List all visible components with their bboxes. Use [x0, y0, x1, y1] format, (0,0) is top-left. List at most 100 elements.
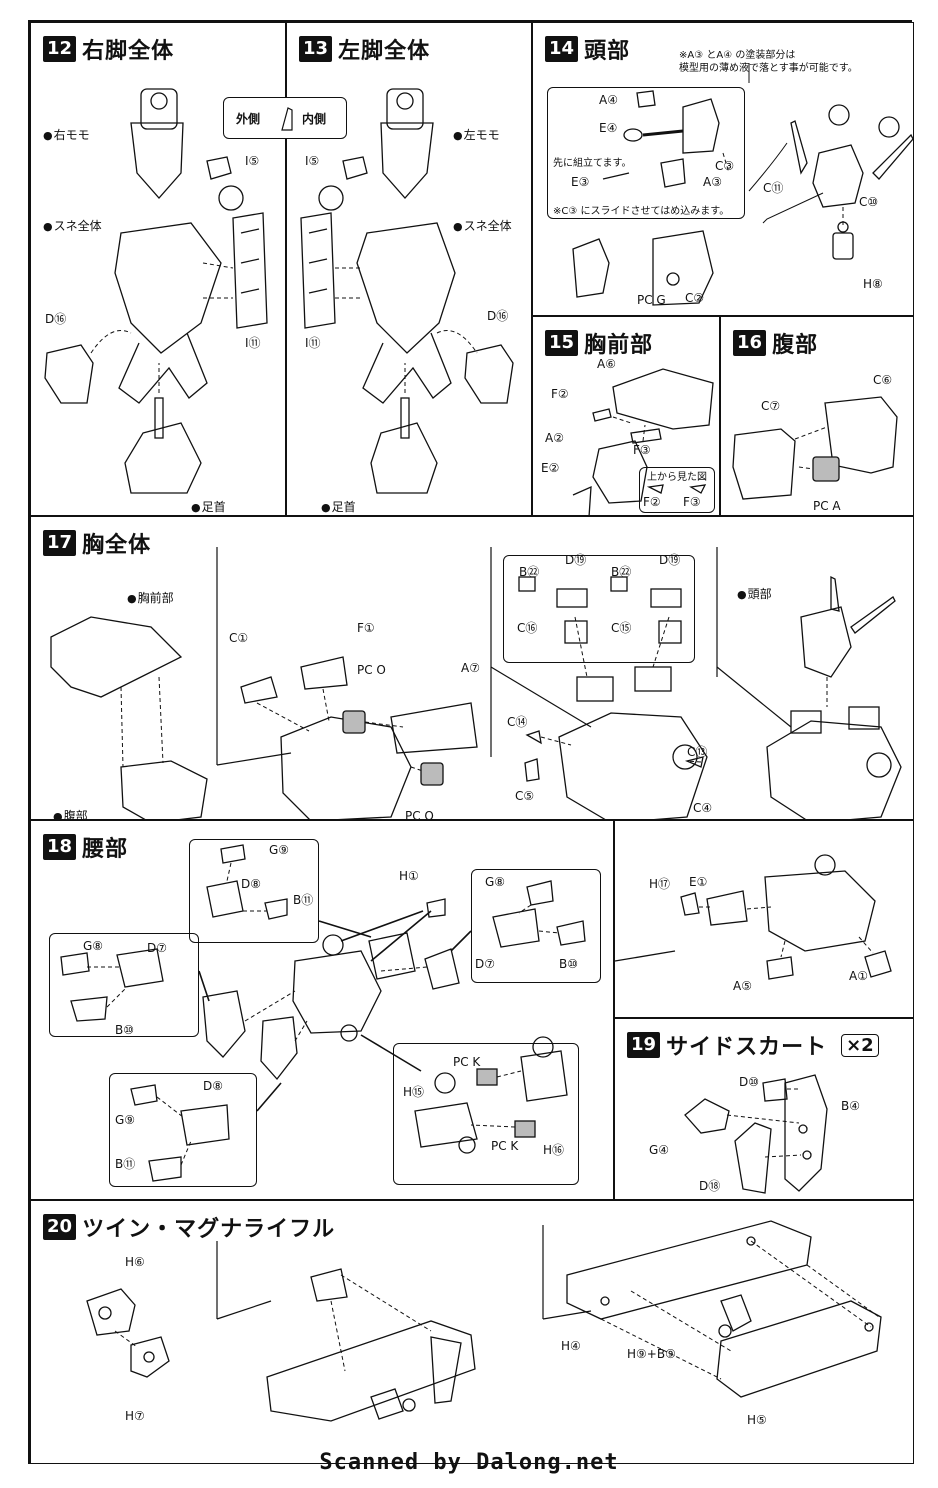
label-a2: A②	[545, 431, 564, 445]
side-view-box: 外側 内側	[223, 97, 347, 139]
label-pre-assemble: 先に組立てます。	[553, 158, 632, 169]
label-abdomen: 腹部	[53, 807, 88, 824]
label-f2-topview: F②	[643, 495, 661, 509]
label-h17: H⑰	[649, 877, 671, 891]
label-c14: C⑭	[507, 715, 528, 729]
label-pc-o: PC O	[357, 663, 386, 677]
box-upper-right	[471, 869, 601, 983]
label-c4: C④	[693, 801, 713, 815]
label-e1: E①	[689, 875, 708, 889]
label-pc-g: PC G	[637, 293, 666, 307]
sub-assembly-box	[503, 555, 695, 663]
box-lower-right	[393, 1043, 579, 1185]
side-piece-icon	[281, 107, 293, 131]
label-e3: E③	[571, 175, 590, 189]
step-number: 12	[43, 36, 77, 62]
box-left	[49, 933, 199, 1037]
label-right-thigh: 右モモ	[43, 126, 90, 143]
label-d8: D⑧	[241, 877, 261, 891]
label-d10: D⑩	[739, 1075, 759, 1089]
label-h8: H⑧	[863, 277, 883, 291]
label-h15: H⑮	[403, 1085, 425, 1099]
step-title: サイドスカート	[666, 1035, 828, 1060]
label-f1: F①	[357, 621, 375, 635]
chest-front-diagram	[572, 368, 714, 518]
label-i11: I⑪	[245, 336, 261, 350]
label-b22-b: B㉒	[611, 565, 632, 579]
step-title: 左脚全体	[338, 39, 431, 64]
label-i5: I⑤	[305, 154, 320, 168]
label-g9-b: G⑨	[115, 1113, 136, 1127]
step-number: 17	[43, 530, 77, 556]
side-skirt-diagram	[684, 1074, 828, 1194]
right-leg-diagram	[44, 88, 268, 494]
subassembly-box	[547, 87, 745, 219]
label-i11: I⑪	[305, 336, 321, 350]
label-c5: C⑤	[515, 789, 535, 803]
step-title: 頭部	[584, 39, 631, 64]
label-h6: H⑥	[125, 1255, 145, 1269]
label-a6: A⑥	[597, 357, 616, 371]
label-c16: C⑯	[517, 621, 538, 635]
rifle-diagram	[86, 1220, 882, 1422]
step-number: 14	[545, 36, 579, 62]
top-view-box	[639, 467, 715, 513]
label-b10: B⑩	[115, 1023, 134, 1037]
label-d7: D⑦	[147, 941, 167, 955]
label-inner: 内側	[302, 112, 327, 126]
label-d7-b: D⑦	[475, 957, 495, 971]
label-ankle: 足首	[321, 498, 356, 515]
step-number: 16	[733, 330, 767, 356]
label-c6: C⑥	[873, 373, 893, 387]
label-c7: C⑦	[761, 399, 781, 413]
step-title: 右脚全体	[82, 39, 175, 64]
label-g9: G⑨	[269, 843, 290, 857]
label-head: 頭部	[737, 585, 772, 602]
step-title: ツイン・マグナライフル	[82, 1217, 336, 1242]
label-h1: H①	[399, 869, 419, 883]
paint-note: ※A③ とA④ の塗装部分は 模型用の薄め液で落とす事が可能です。	[679, 50, 858, 74]
label-a7: A⑦	[461, 661, 480, 675]
box-upper-left	[189, 839, 319, 943]
label-a4: A④	[599, 93, 618, 107]
label-pc-a: PC A	[813, 499, 841, 513]
label-b11-b: B⑪	[115, 1157, 136, 1171]
label-top-view: 上から見た図	[647, 472, 707, 483]
label-g4: G④	[649, 1143, 670, 1157]
step-number: 20	[43, 1214, 77, 1240]
label-a1: A①	[849, 969, 868, 983]
step-title: 腹部	[772, 333, 819, 358]
label-b11: B⑪	[293, 893, 314, 907]
label-a3: A③	[703, 175, 722, 189]
label-c10: C⑩	[859, 195, 879, 209]
label-chest-front: 胸前部	[127, 589, 174, 606]
label-b4: B④	[841, 1099, 860, 1113]
scan-credit: Scanned by Dalong.net	[319, 1450, 619, 1475]
label-g8: G⑧	[83, 939, 104, 953]
label-d18: D⑱	[699, 1179, 721, 1193]
head-diagram	[572, 63, 914, 306]
left-leg-diagram	[300, 88, 514, 494]
chest-assembly-diagram	[50, 547, 902, 824]
label-shin: スネ全体	[43, 217, 102, 234]
label-b22-a: B㉒	[519, 565, 540, 579]
label-c13: C⑬	[687, 745, 708, 759]
label-h5: H⑤	[747, 1413, 767, 1427]
step-title: 腰部	[82, 837, 129, 862]
step-number: 18	[43, 834, 77, 860]
label-h7: H⑦	[125, 1409, 145, 1423]
step-title: 胸全体	[82, 533, 152, 558]
label-d8-b: D⑧	[203, 1079, 223, 1093]
label-e2: E②	[541, 461, 560, 475]
label-b10-b: B⑩	[559, 957, 578, 971]
label-c11: C⑪	[763, 181, 784, 195]
waist-assembly-diagram	[614, 854, 892, 980]
step-number: 19	[627, 1032, 661, 1058]
label-d16: D⑯	[45, 312, 67, 326]
label-pc-k-2: PC K	[491, 1139, 519, 1153]
